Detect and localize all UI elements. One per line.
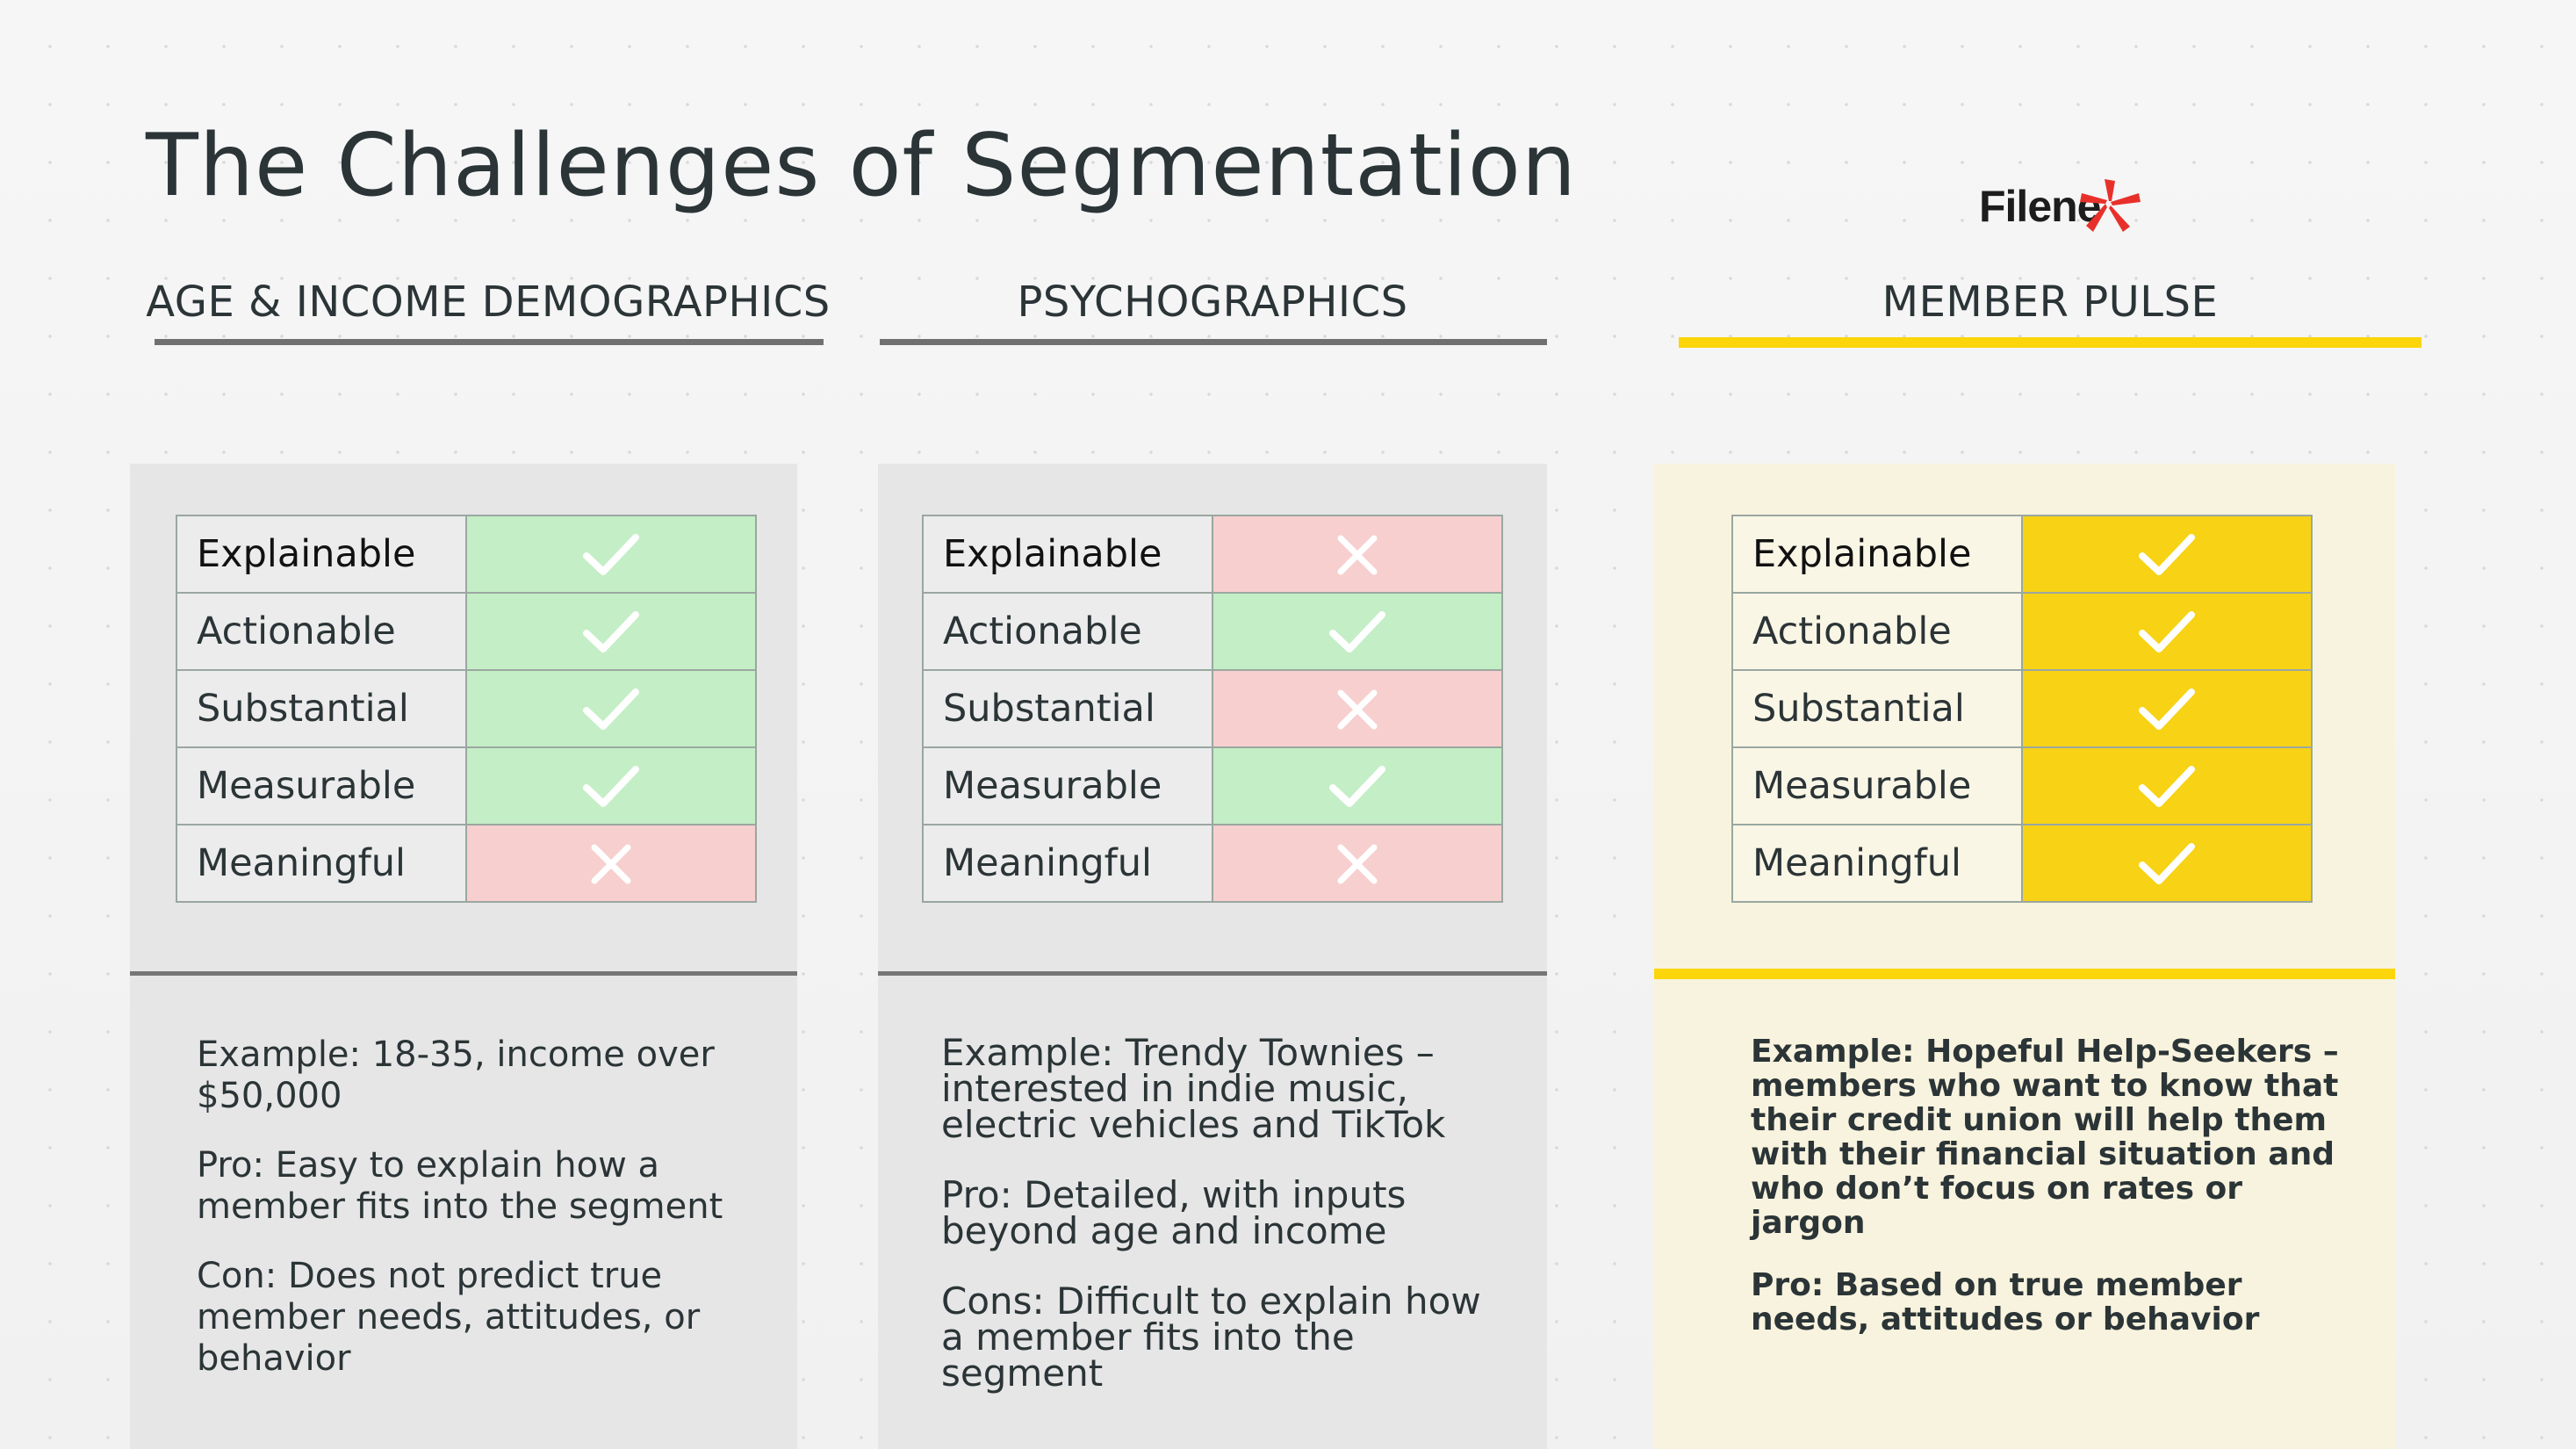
table-row: Explainable [176,515,757,594]
pro-text: Pro: Based on true member needs, attitud… [1751,1267,2260,1337]
heading-underline-highlight [1679,337,2421,348]
cross-icon [591,844,631,884]
status-cell [1212,669,1503,748]
status-cell [2021,746,2313,825]
criterion-label: Explainable [176,515,467,594]
logo-wordmark: Filene [1979,182,2101,231]
status-cell [1212,746,1503,825]
status-cell [465,592,757,671]
panel-psychographics: Explainable Actionable Substantial Measu… [878,464,1547,1449]
panel-divider-highlight [1654,969,2395,979]
check-icon [583,765,639,807]
panel-divider [130,971,797,976]
heading-underline [880,339,1547,345]
check-icon [1329,610,1385,652]
check-icon [583,533,639,575]
status-cell [465,824,757,903]
con-text: Cons: Difficult to explain how a member … [941,1280,1481,1395]
cross-icon [1337,689,1378,730]
check-icon [2139,765,2195,807]
table-row: Actionable [1731,592,2313,671]
status-cell [465,669,757,748]
example-text: Example: 18-35, income over $50,000 [197,1034,715,1116]
status-cell [1212,592,1503,671]
table-row: Explainable [922,515,1503,594]
panel-member-pulse: Explainable Actionable Substantial Measu… [1654,464,2395,1449]
check-icon [2139,610,2195,652]
table-row: Measurable [922,746,1503,825]
status-cell [465,746,757,825]
criterion-label: Actionable [922,592,1213,671]
criteria-table: Explainable Actionable Substantial Measu… [176,515,757,903]
status-cell [1212,824,1503,903]
pro-text: Pro: Detailed, with inputs beyond age an… [941,1173,1407,1252]
criterion-label: Explainable [922,515,1213,594]
heading-underline [155,339,824,345]
criterion-label: Substantial [176,669,467,748]
panel-divider [878,971,1547,976]
check-icon [2139,842,2195,884]
con-text: Con: Does not predict true member needs,… [197,1256,701,1379]
criterion-label: Substantial [1731,669,2023,748]
criterion-label: Measurable [176,746,467,825]
table-row: Actionable [176,592,757,671]
criterion-label: Measurable [922,746,1213,825]
panel-demographics: Explainable Actionable Substantial Measu… [130,464,797,1449]
table-row: Substantial [176,669,757,748]
table-row: Meaningful [176,824,757,903]
table-row: Measurable [1731,746,2313,825]
criteria-table: Explainable Actionable Substantial Measu… [1731,515,2313,903]
table-row: Meaningful [922,824,1503,903]
criterion-label: Meaningful [1731,824,2023,903]
criterion-label: Measurable [1731,746,2023,825]
check-icon [2139,533,2195,575]
check-icon [583,688,639,730]
table-row: Meaningful [1731,824,2313,903]
panel-description: Example: Hopeful Help-Seekers – members … [1751,1034,2342,1365]
check-icon [583,610,639,652]
status-cell [465,515,757,594]
status-cell [2021,592,2313,671]
status-cell [1212,515,1503,594]
cross-icon [1337,535,1378,575]
column-heading-demographics: AGE & INCOME DEMOGRAPHICS [146,278,831,327]
criterion-label: Substantial [922,669,1213,748]
cross-icon [1337,844,1378,884]
criterion-label: Actionable [1731,592,2023,671]
table-row: Substantial [1731,669,2313,748]
check-icon [1329,765,1385,807]
panel-description: Example: Trendy Townies – interested in … [941,1034,1512,1425]
criterion-label: Actionable [176,592,467,671]
status-cell [2021,669,2313,748]
column-heading-psychographics: PSYCHOGRAPHICS [1017,278,1408,327]
criterion-label: Explainable [1731,515,2023,594]
criterion-label: Meaningful [176,824,467,903]
pro-text: Pro: Easy to explain how a member fits i… [197,1145,723,1227]
slide-title: The Challenges of Segmentation [146,116,1577,216]
table-row: Substantial [922,669,1503,748]
table-row: Measurable [176,746,757,825]
criteria-table: Explainable Actionable Substantial Measu… [922,515,1503,903]
asterisk-icon [2080,179,2141,232]
example-text: Example: Hopeful Help-Seekers – members … [1751,1034,2339,1241]
example-text: Example: Trendy Townies – interested in … [941,1031,1446,1146]
table-row: Actionable [922,592,1503,671]
criterion-label: Meaningful [922,824,1213,903]
filene-logo: Filene [1979,179,2141,232]
status-cell [2021,824,2313,903]
check-icon [2139,688,2195,730]
table-row: Explainable [1731,515,2313,594]
column-heading-member-pulse: MEMBER PULSE [1882,278,2219,327]
panel-description: Example: 18-35, income over $50,000 Pro:… [197,1034,762,1408]
status-cell [2021,515,2313,594]
